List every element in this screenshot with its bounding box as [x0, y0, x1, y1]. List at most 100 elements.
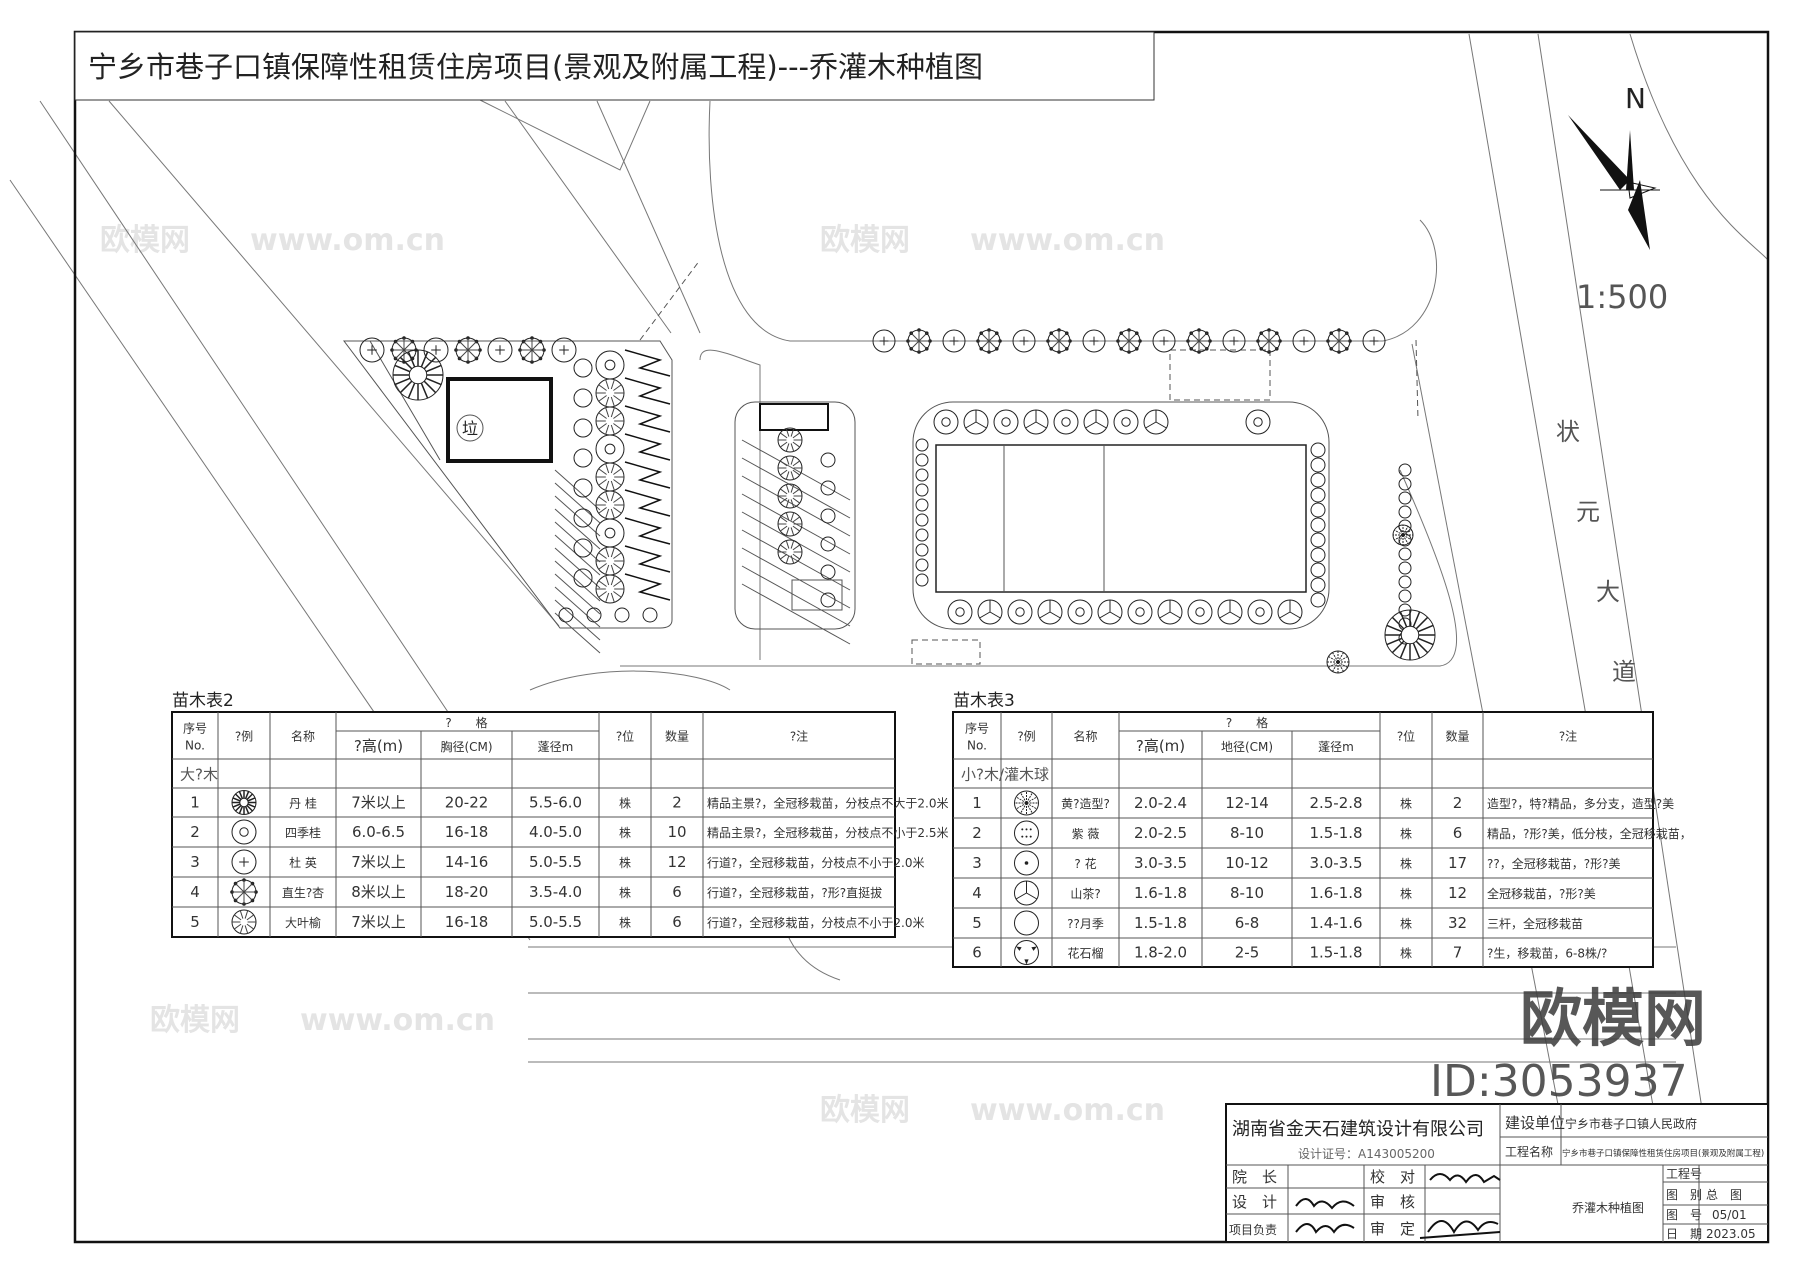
row-dia: 16-18	[445, 913, 489, 931]
snowflake-shrub-icon	[1014, 790, 1039, 816]
tree-symbol	[454, 336, 482, 364]
road-name-char: 道	[1612, 658, 1636, 686]
row-unit: 株	[1400, 886, 1412, 901]
label-category: 图 别	[1666, 1188, 1702, 1202]
tree-symbol	[872, 329, 896, 353]
header-name: 名称	[1073, 729, 1097, 744]
row-dia: 20-22	[445, 794, 489, 812]
header-dia: 地径(CM)	[1221, 740, 1273, 754]
tree-symbol	[820, 592, 836, 608]
spoke-tree-icon	[230, 878, 258, 906]
tree-symbol	[573, 538, 593, 558]
tree-symbol	[1398, 505, 1412, 519]
tree-symbol	[1097, 599, 1123, 625]
header-qty: 数量	[1445, 729, 1469, 744]
row-no: 6	[972, 944, 982, 962]
radial-tree-icon	[231, 909, 257, 935]
row-no: 5	[190, 913, 200, 931]
row-note: 行道?，全冠移栽苗，分枝点不小于2.0米	[707, 915, 924, 930]
tree-symbol	[573, 448, 593, 468]
row-name: 丹 桂	[289, 796, 317, 811]
row-name: ? 花	[1074, 856, 1096, 871]
row-note: 造型?，特?精品，多分支，造型?美	[1487, 796, 1674, 811]
header-qty: 数量	[665, 729, 689, 744]
planted-trees	[359, 328, 1436, 674]
tree-symbol	[942, 329, 966, 353]
tree-symbol	[595, 378, 625, 408]
row-qty: 2	[1453, 794, 1463, 812]
row-crown: 2.5-2.8	[1309, 794, 1362, 812]
row-unit: 株	[619, 796, 631, 811]
tree-symbol	[1310, 592, 1326, 608]
row-note: 精品，?形?美，低分枝，全冠移栽苗，	[1487, 826, 1692, 841]
project-value: 宁乡市巷子口镇保障性租赁住房项目(景观及附属工程)	[1562, 1148, 1764, 1159]
north-arrow-icon	[1568, 115, 1660, 250]
row-name: 四季桂	[285, 825, 321, 840]
tree-symbol	[1310, 502, 1326, 518]
row-crown: 3.5-4.0	[529, 883, 582, 901]
ring-tree-icon	[231, 819, 257, 845]
row-unit: 株	[619, 825, 631, 840]
tree-symbol	[977, 599, 1003, 625]
dotted-shrub-icon	[1014, 820, 1039, 846]
tree-symbol	[947, 599, 973, 625]
tree-symbol	[1082, 329, 1106, 353]
north-label: N	[1625, 82, 1646, 115]
row-name: 杜 英	[289, 855, 317, 870]
tree-symbol	[906, 328, 932, 354]
header-spec: ? 格	[445, 715, 487, 730]
tree-symbol	[551, 337, 577, 363]
tree-symbol	[820, 480, 836, 496]
row-unit: 株	[1400, 916, 1412, 931]
tree-symbol	[1310, 517, 1326, 533]
watermark-id: ID:3053937	[1430, 1056, 1688, 1107]
tree-symbol	[1310, 562, 1326, 578]
tree-symbol	[1310, 457, 1326, 473]
header-height: ?高(m)	[1136, 737, 1185, 755]
category-label: 小?木/灌木球	[961, 766, 1049, 784]
row-height: 7米以上	[351, 913, 406, 931]
tree-symbol	[915, 438, 929, 452]
tree-symbol	[777, 483, 803, 509]
tree-symbol	[915, 513, 929, 527]
watermark-text: 欧模网	[100, 223, 190, 258]
header-dia: 胸径(CM)	[440, 739, 492, 754]
tree-symbol	[573, 388, 593, 408]
row-unit: 株	[1400, 826, 1412, 841]
road-name-char: 大	[1596, 578, 1620, 606]
row-name: 花石榴	[1067, 946, 1103, 961]
tree-symbol	[1113, 409, 1139, 435]
tree-symbol	[573, 508, 593, 528]
watermark-brand: 欧模网	[1520, 982, 1706, 1055]
row-height: 8米以上	[351, 883, 406, 901]
road-name-char: 元	[1576, 498, 1600, 526]
header-height: ?高(m)	[354, 737, 403, 755]
row-crown: 5.0-5.5	[529, 853, 582, 871]
tree-symbol	[595, 462, 625, 492]
row-height: 3.0-3.5	[1134, 854, 1187, 872]
header-note: ?注	[1559, 729, 1577, 744]
label-approve: 审 定	[1370, 1220, 1415, 1238]
tree-symbol	[595, 574, 625, 604]
tree-symbol	[586, 607, 602, 623]
row-no: 5	[972, 914, 982, 932]
row-dia: 16-18	[445, 823, 489, 841]
row-crown: 5.0-5.5	[529, 913, 582, 931]
tree-symbol	[1362, 329, 1386, 353]
design-license: 设计证号：A143005200	[1298, 1147, 1435, 1161]
row-no: 1	[190, 794, 200, 812]
scale-label: 1:500	[1576, 278, 1668, 316]
tree-symbol	[573, 358, 593, 378]
tree-symbol	[1398, 547, 1412, 561]
row-height: 2.0-2.5	[1134, 824, 1187, 842]
tree-symbol	[820, 564, 836, 580]
watermark-text: 欧模网	[820, 223, 910, 258]
tree-symbol	[1037, 599, 1063, 625]
row-no: 2	[190, 823, 200, 841]
row-height: 2.0-2.4	[1134, 794, 1187, 812]
row-qty: 17	[1448, 854, 1467, 872]
tree-symbol	[573, 478, 593, 498]
tree-symbol	[915, 528, 929, 542]
